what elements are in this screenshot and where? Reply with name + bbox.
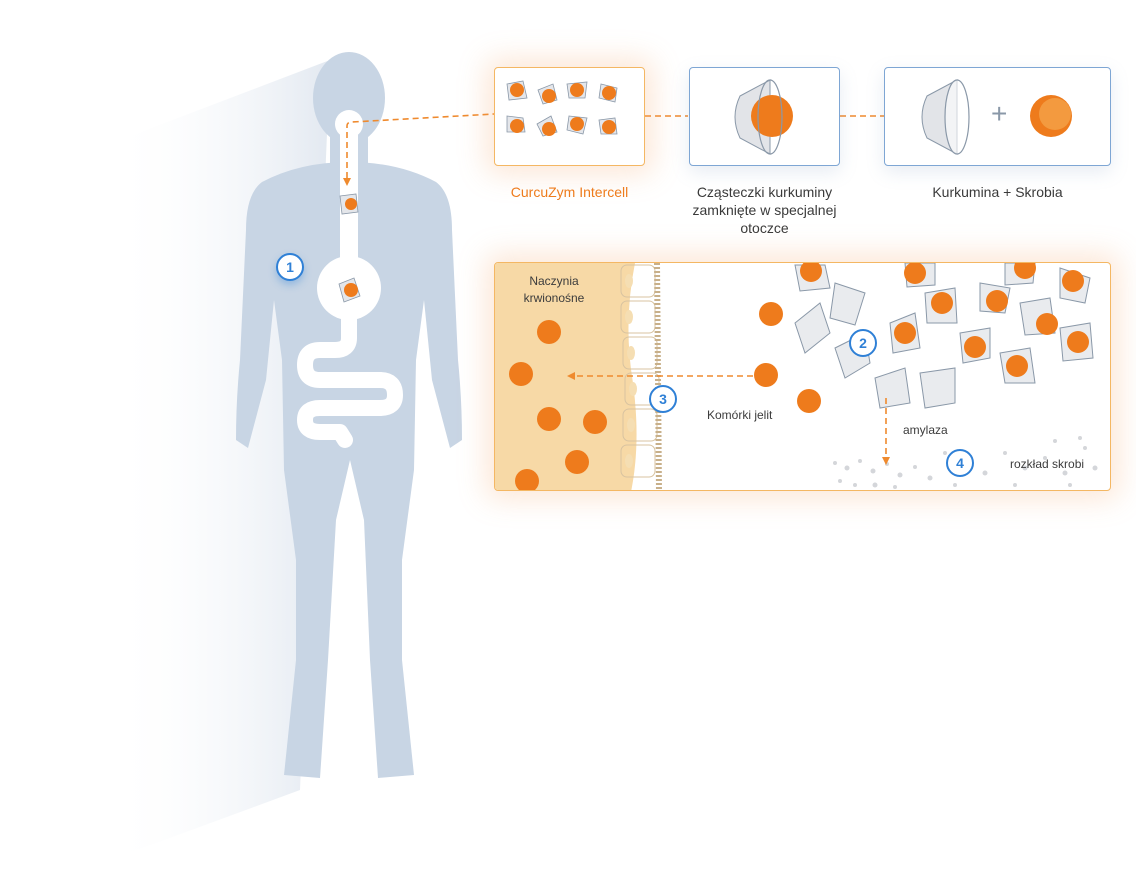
plus-sign: + xyxy=(991,98,1008,129)
empty-capsule-icon xyxy=(921,79,970,155)
capsule-in-stomach xyxy=(338,277,361,303)
step-badge-3: 3 xyxy=(649,385,677,413)
blood-vessels-label: Naczynia krwionośne xyxy=(523,274,585,305)
encapsulated-label: Cząsteczki kurkuminy zamknięte w specjal… xyxy=(692,184,837,236)
capsule-in-esophagus xyxy=(339,193,359,215)
intestine-scene xyxy=(495,263,1098,490)
step-badge-1: 1 xyxy=(276,253,304,281)
separated-label: Kurkumina + Skrobia xyxy=(932,184,1063,200)
product-label: CurcuZym Intercell xyxy=(510,184,629,200)
separated-card: + xyxy=(884,67,1111,166)
step-badge-4: 4 xyxy=(946,449,974,477)
curcumin-particle-icon xyxy=(1030,95,1072,137)
intestine-panel: Naczynia krwionośne Komórki jelit amylaz… xyxy=(494,262,1111,491)
encapsulated-particles-icon xyxy=(506,80,618,137)
step-badge-2: 2 xyxy=(849,329,877,357)
starch-breakdown-label: rozkład skrobi xyxy=(1010,457,1085,471)
amylase-label: amylaza xyxy=(903,423,948,437)
product-card xyxy=(494,67,645,166)
intestinal-cells-label: Komórki jelit xyxy=(707,408,773,422)
encapsulated-card xyxy=(689,67,840,166)
capsule-with-curcumin-icon xyxy=(734,79,793,155)
